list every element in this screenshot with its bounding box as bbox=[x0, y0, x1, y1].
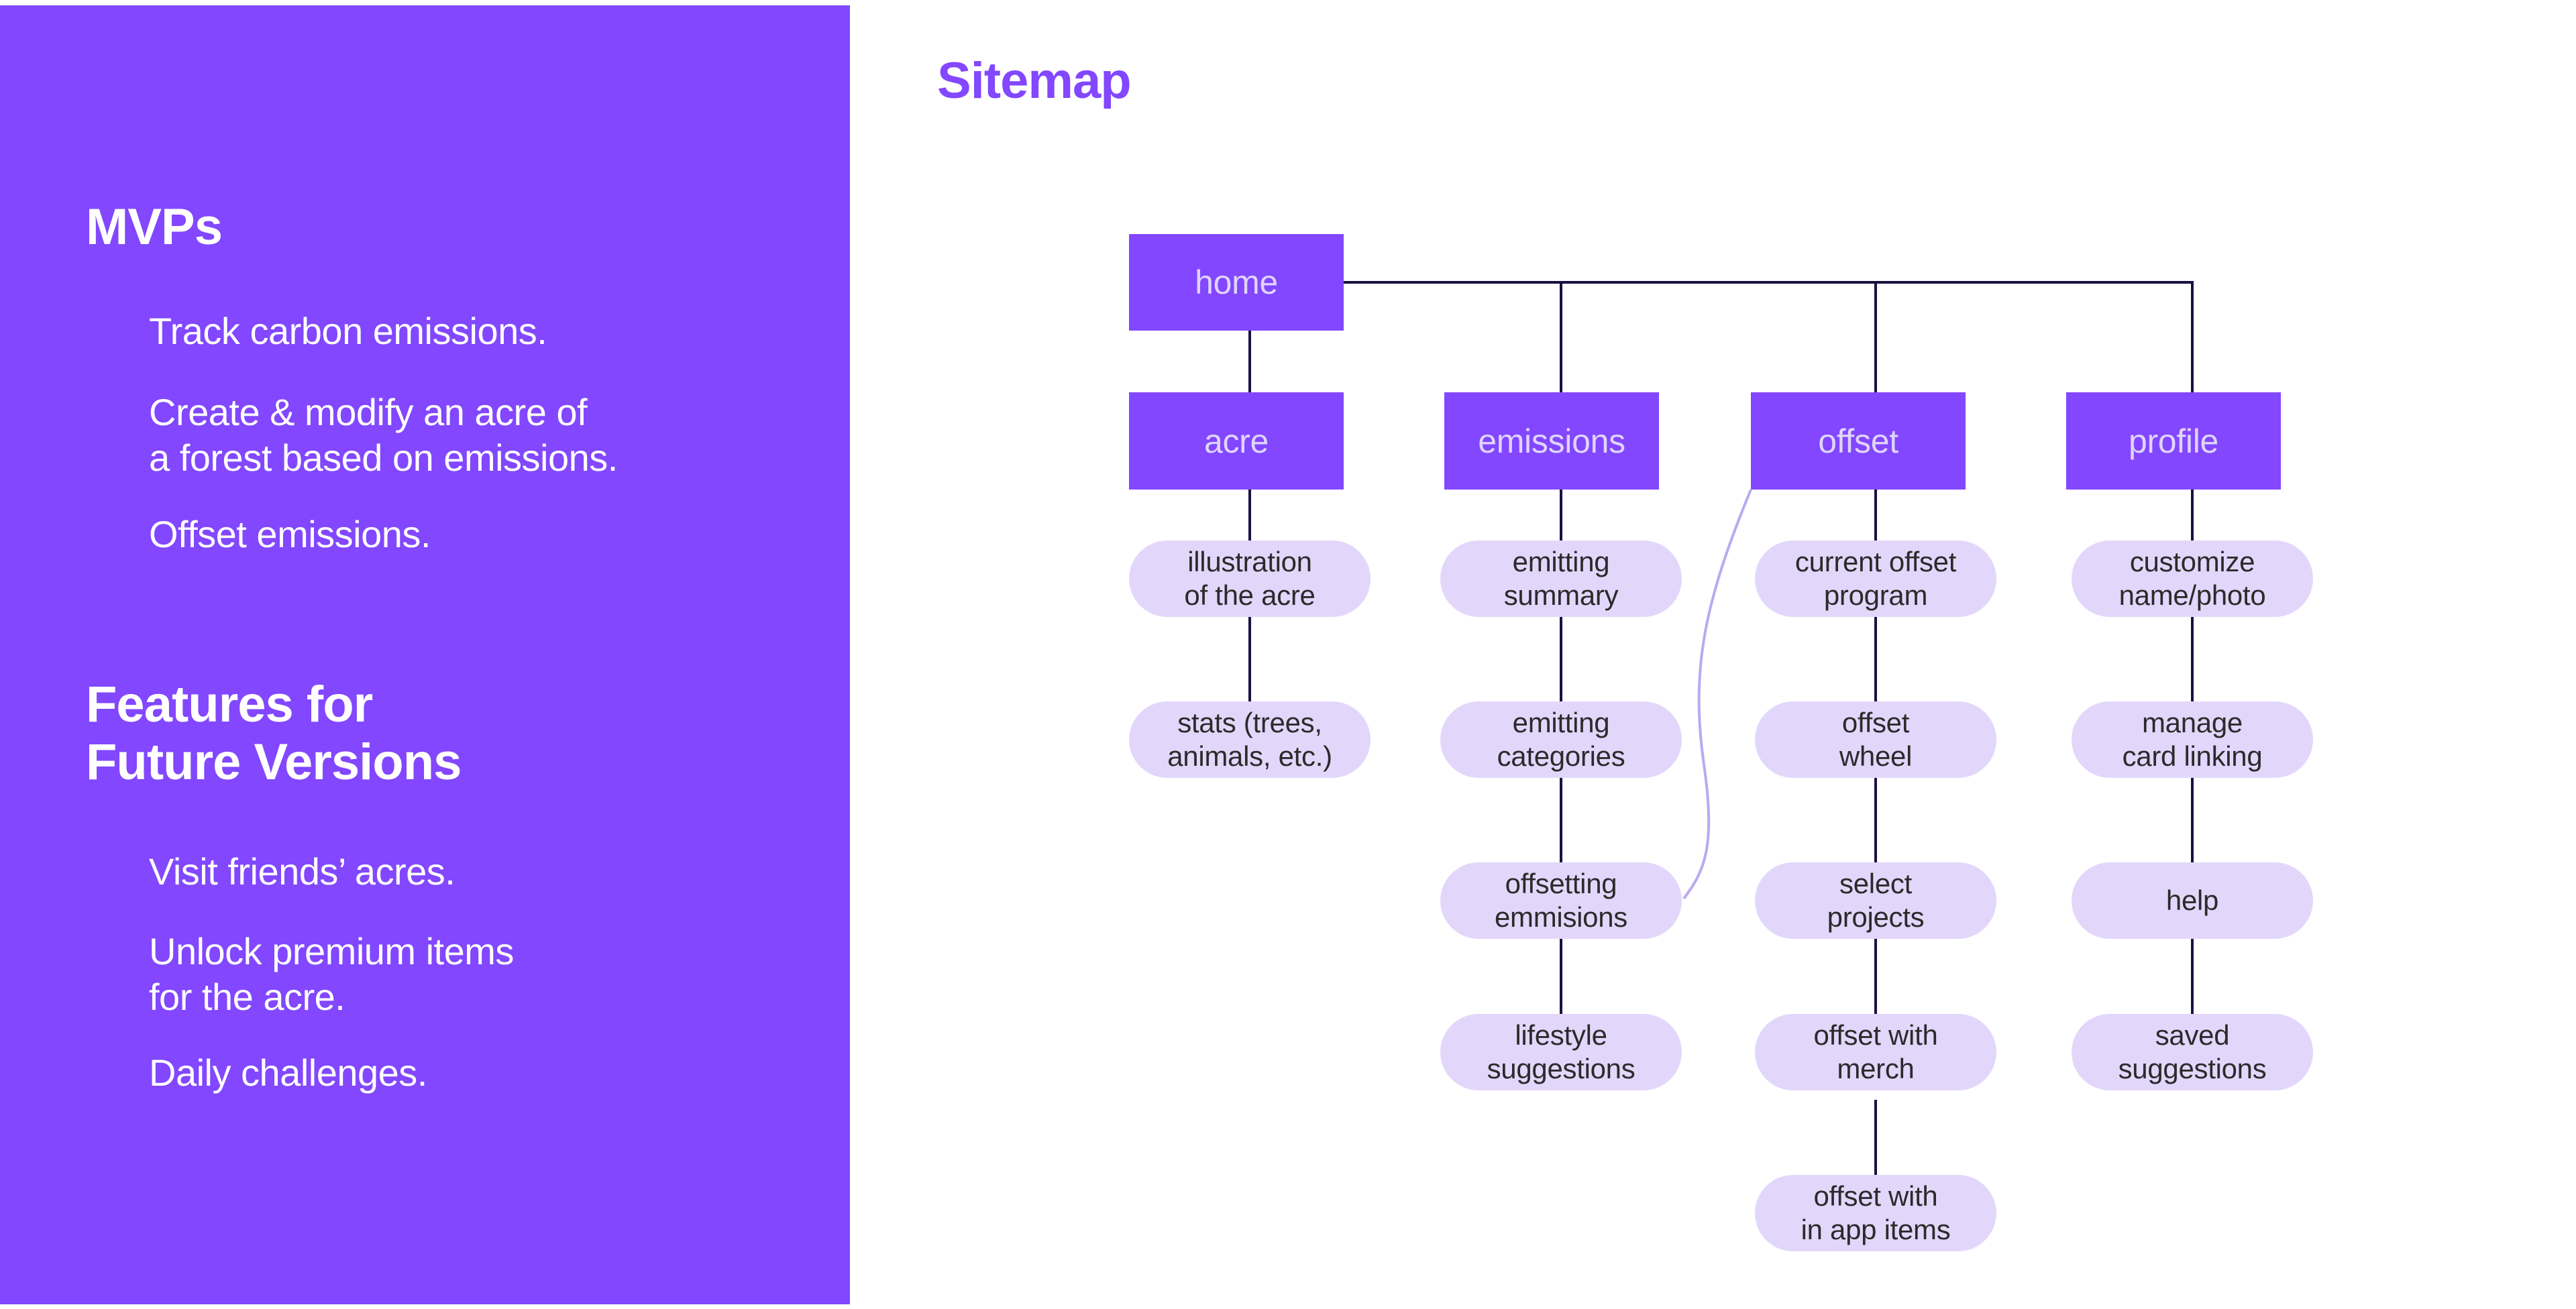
future-item-visit-friends-acres: Visit friends’ acres. bbox=[149, 850, 455, 893]
mvp-item-create-modify-acre: Create & modify an acre of a forest base… bbox=[149, 391, 618, 479]
mvp-item-offset-emissions: Offset emissions. bbox=[149, 513, 431, 555]
sidebar-panel: MVPs Track carbon emissions. Create & mo… bbox=[0, 5, 850, 1304]
node-stats-trees-animals[interactable]: stats (trees, animals, etc.) bbox=[1129, 701, 1371, 778]
node-acre[interactable]: acre bbox=[1129, 392, 1344, 490]
node-current-offset-program[interactable]: current offset program bbox=[1755, 540, 1996, 617]
node-lifestyle-suggestions[interactable]: lifestyle suggestions bbox=[1440, 1014, 1682, 1090]
page-title: Sitemap bbox=[937, 52, 1132, 109]
node-saved-suggestions[interactable]: saved suggestions bbox=[2072, 1014, 2313, 1090]
node-select-projects[interactable]: select projects bbox=[1755, 862, 1996, 939]
mvps-heading: MVPs bbox=[86, 198, 223, 255]
future-features-heading: Features for Future Versions bbox=[86, 676, 462, 791]
node-illustration-of-the-acre[interactable]: illustration of the acre bbox=[1129, 540, 1371, 617]
edge-offset-to-offsetting-emmisions bbox=[1682, 489, 1752, 900]
node-offset-with-merch[interactable]: offset with merch bbox=[1755, 1014, 1996, 1090]
node-offset-with-in-app-items[interactable]: offset with in app items bbox=[1755, 1175, 1996, 1251]
mvp-item-track-carbon-emissions: Track carbon emissions. bbox=[149, 310, 547, 352]
node-manage-card-linking[interactable]: manage card linking bbox=[2072, 701, 2313, 778]
node-customize-name-photo[interactable]: customize name/photo bbox=[2072, 540, 2313, 617]
node-emitting-summary[interactable]: emitting summary bbox=[1440, 540, 1682, 617]
node-offset-wheel[interactable]: offset wheel bbox=[1755, 701, 1996, 778]
node-offset[interactable]: offset bbox=[1751, 392, 1966, 490]
future-item-unlock-premium-items: Unlock premium items for the acre. bbox=[149, 930, 514, 1018]
node-offsetting-emmisions[interactable]: offsetting emmisions bbox=[1440, 862, 1682, 939]
node-home[interactable]: home bbox=[1129, 234, 1344, 331]
node-emitting-categories[interactable]: emitting categories bbox=[1440, 701, 1682, 778]
node-emissions[interactable]: emissions bbox=[1444, 392, 1659, 490]
future-item-daily-challenges: Daily challenges. bbox=[149, 1051, 427, 1094]
node-help[interactable]: help bbox=[2072, 862, 2313, 939]
node-profile[interactable]: profile bbox=[2066, 392, 2281, 490]
